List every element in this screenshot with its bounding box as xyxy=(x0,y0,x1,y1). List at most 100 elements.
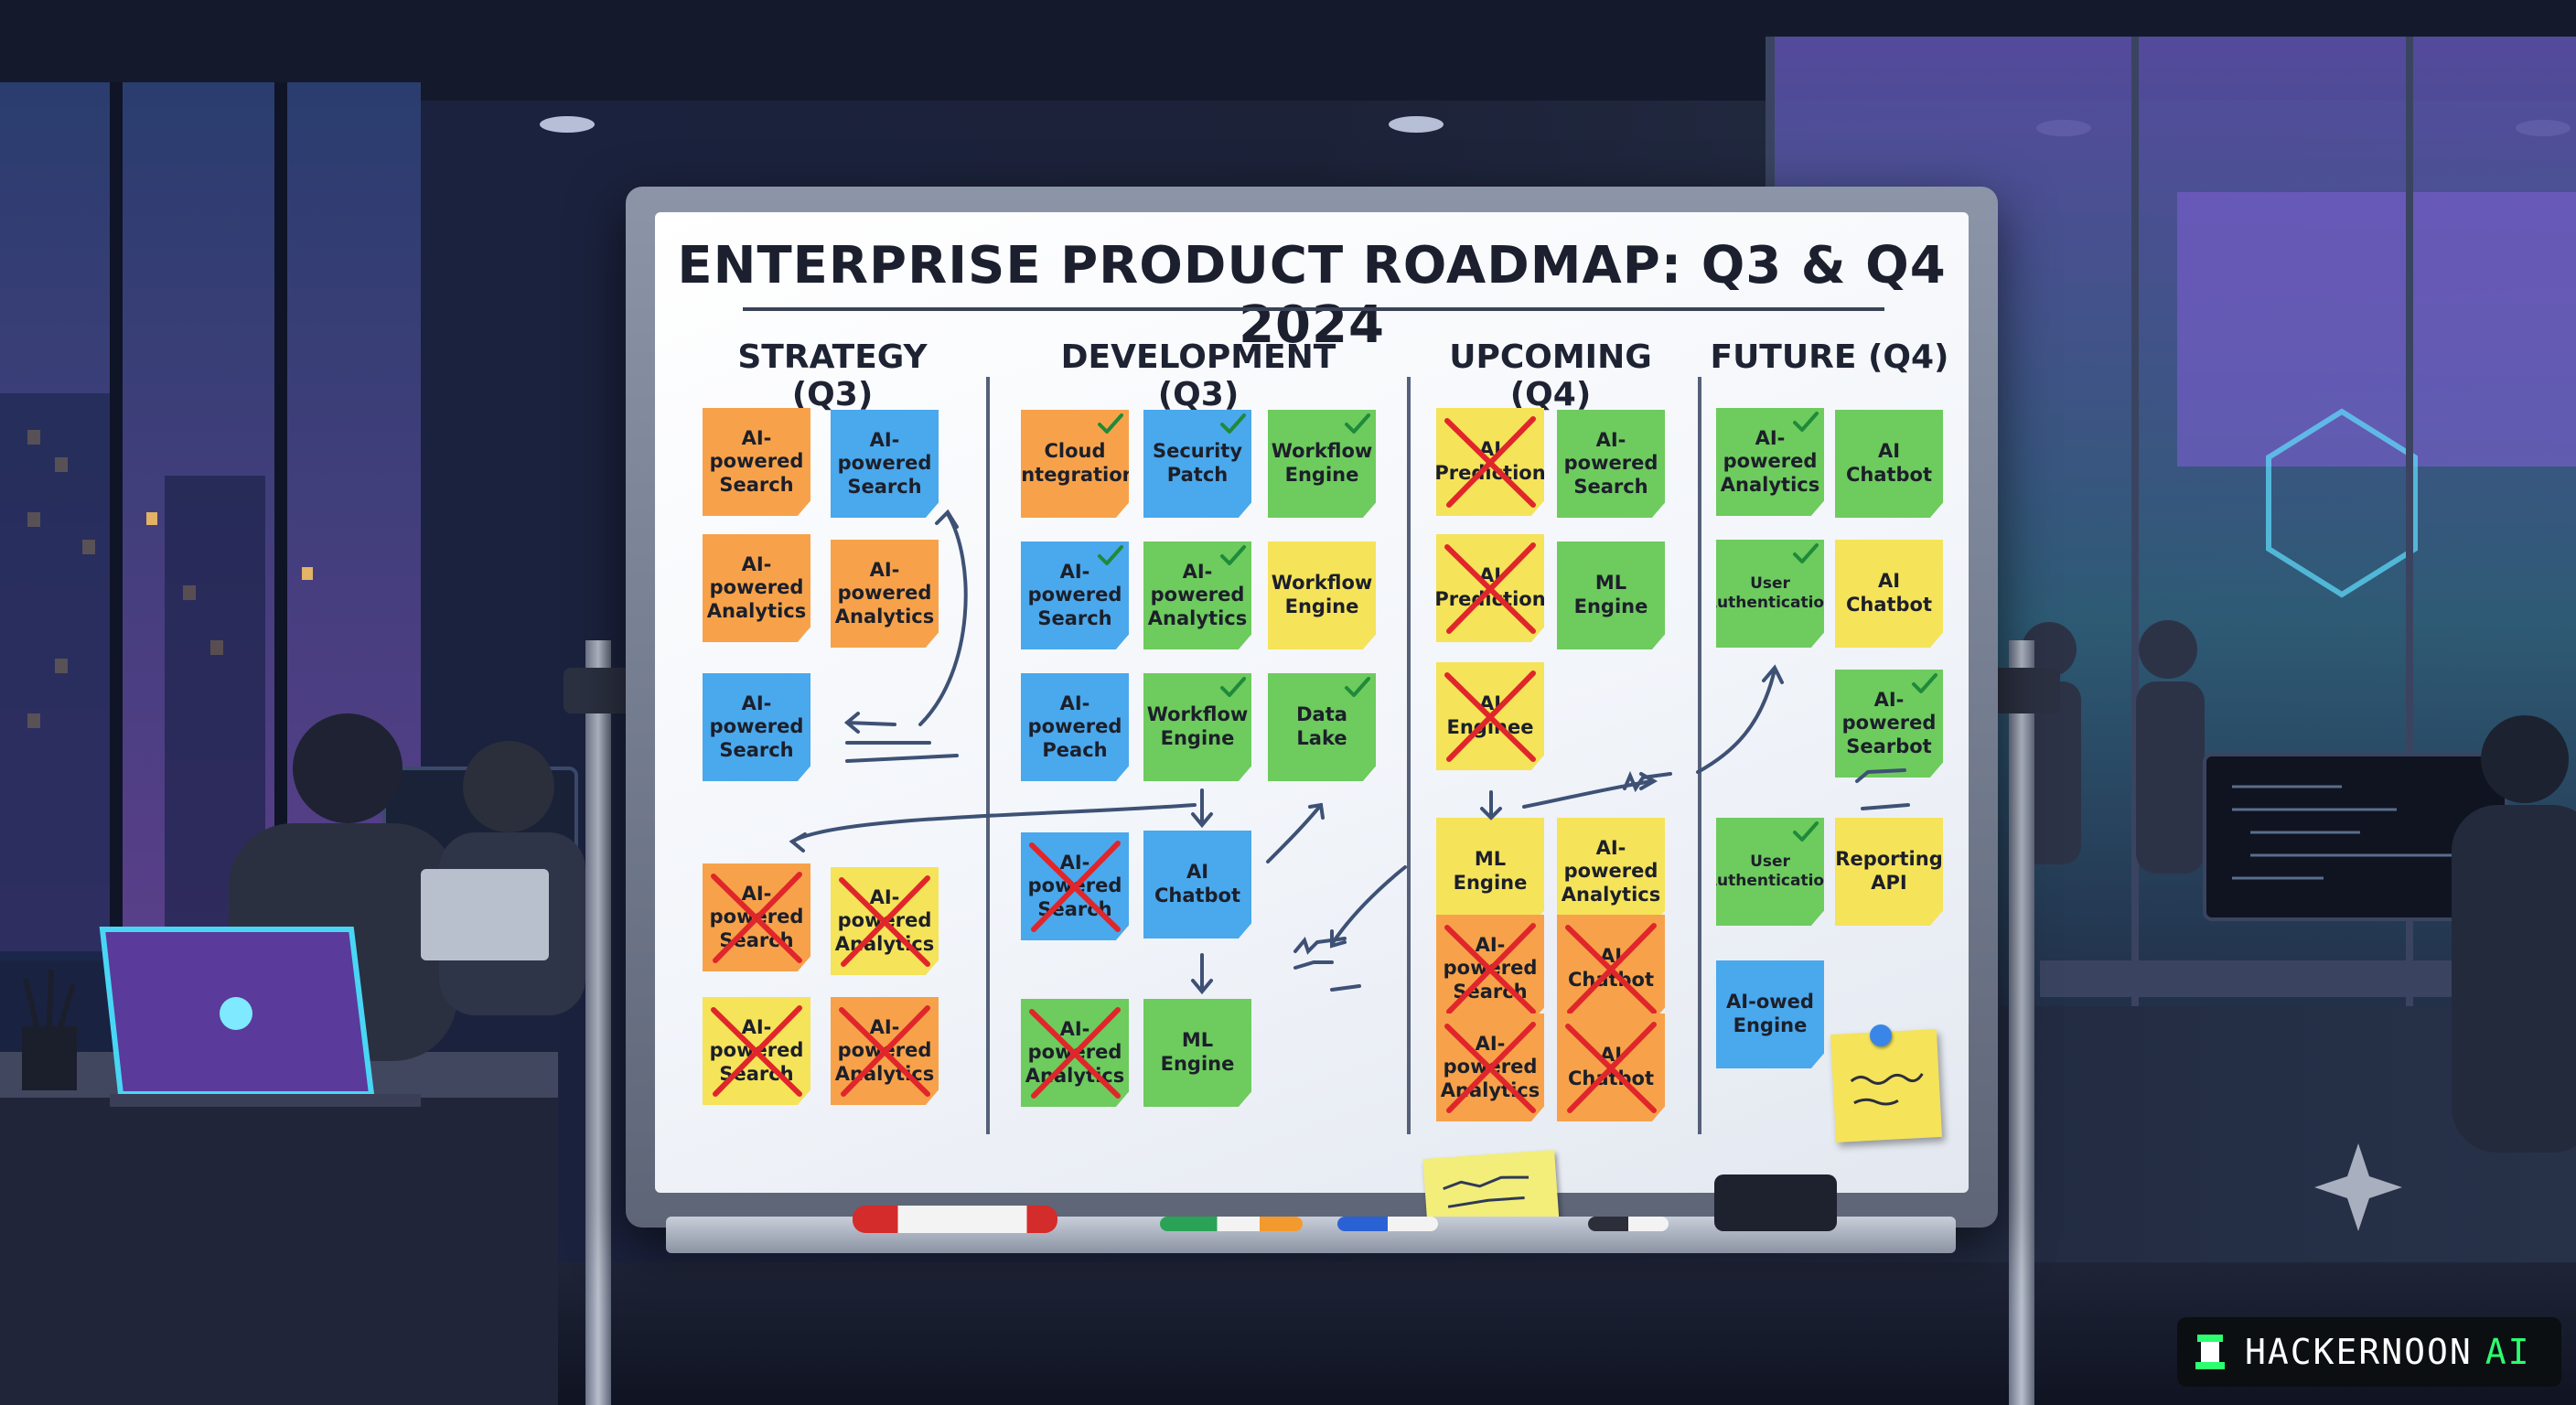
watermark-suffix: AI xyxy=(2485,1332,2531,1372)
hackernoon-ai-watermark: HACKERNOON AI xyxy=(2177,1317,2561,1387)
blue-marker[interactable] xyxy=(1337,1217,1438,1231)
note-label: ML Engine xyxy=(1573,572,1648,617)
note-label: User Authentication xyxy=(1704,574,1836,612)
board-title: ENTERPRISE PRODUCT ROADMAP: Q3 & Q4 2024 xyxy=(677,236,1947,355)
black-marker[interactable] xyxy=(1588,1217,1669,1231)
red-marker[interactable] xyxy=(853,1206,1057,1233)
sticky-note-crossed[interactable]: AI-powered Analytics xyxy=(831,997,939,1105)
note-label: AI-powered Search xyxy=(837,428,932,498)
note-label: Workflow Engine xyxy=(1271,440,1373,486)
sticky-note[interactable]: ML Engine xyxy=(1436,818,1544,926)
watermark-text: HACKERNOON xyxy=(2245,1332,2473,1372)
note-label: Cloud Integration xyxy=(1014,440,1136,486)
note-label: AI-powered Analytics xyxy=(706,552,807,622)
loose-note[interactable] xyxy=(1422,1150,1560,1232)
checkmark-icon xyxy=(1098,545,1123,565)
note-label: AI Chatbot xyxy=(1845,570,1933,616)
checkmark-icon xyxy=(1345,677,1370,697)
sticky-note-done[interactable]: Workflow Engine xyxy=(1143,673,1251,781)
note-label: AI-powered Peach xyxy=(1027,692,1122,761)
note-label: AI-powered Analytics xyxy=(1720,426,1820,496)
note-label: AI-owed Engine xyxy=(1726,991,1814,1036)
arrow-curve xyxy=(918,512,968,726)
note-label: AI-powered Analytics xyxy=(834,558,935,627)
sticky-note[interactable]: AI Chatbot xyxy=(1143,831,1251,938)
checkmark-icon xyxy=(1793,543,1819,563)
note-label: Data Lake xyxy=(1296,703,1347,749)
sticky-note-done[interactable]: User Authentication xyxy=(1716,540,1824,648)
checkmark-icon xyxy=(1220,677,1246,697)
sticky-note-done[interactable]: User Authentication xyxy=(1716,818,1824,926)
note-label: AI-powered Analytics xyxy=(1561,836,1661,906)
title-underline xyxy=(743,307,1884,311)
note-label: Security Patch xyxy=(1152,440,1243,486)
note-label: Workflow Engine xyxy=(1271,572,1373,617)
sticky-note[interactable]: AI-powered Search xyxy=(1557,410,1665,518)
note-label: Workflow Engine xyxy=(1146,703,1249,749)
sticky-note[interactable]: AI-powered Analytics xyxy=(1557,818,1665,926)
sticky-note-done[interactable]: AI-powered Searbot xyxy=(1835,670,1943,778)
note-label: AI-powered Search xyxy=(709,692,804,761)
column-heading-strategy: STRATEGY (Q3) xyxy=(737,338,928,413)
sticky-note[interactable]: ML Engine xyxy=(1143,999,1251,1107)
sticky-note[interactable]: AI-powered Search xyxy=(703,673,810,781)
sticky-note-done[interactable]: AI-powered Analytics xyxy=(1143,542,1251,649)
sticky-note-done[interactable]: AI-powered Analytics xyxy=(1716,408,1824,516)
checkmark-icon xyxy=(1793,412,1819,432)
checkmark-icon xyxy=(1345,413,1370,434)
note-label: AI Chatbot xyxy=(1845,440,1933,486)
column-divider xyxy=(1407,377,1411,1134)
checkmark-icon xyxy=(1098,413,1123,434)
scribble-icon xyxy=(1850,1073,1924,1106)
note-label: AI-powered Search xyxy=(1027,560,1122,629)
stand-clamp-right xyxy=(1987,668,2060,713)
handwritten-note[interactable] xyxy=(1830,1029,1943,1142)
note-label: ML Engine xyxy=(1160,1029,1235,1075)
sticky-note[interactable]: AI-powered Analytics xyxy=(831,540,939,648)
sticky-note[interactable]: AI-powered Search xyxy=(831,410,939,518)
sticky-note-crossed[interactable]: AI-powered Search xyxy=(1436,915,1544,1023)
sticky-note[interactable]: Reporting API xyxy=(1835,818,1943,926)
eraser[interactable] xyxy=(1714,1174,1837,1231)
checkmark-icon xyxy=(1912,673,1937,693)
checkmark-icon xyxy=(1220,413,1246,434)
sticky-note-done[interactable]: Data Lake xyxy=(1268,673,1376,781)
column-heading-future: FUTURE (Q4) xyxy=(1710,338,1949,376)
board-annotations xyxy=(789,509,1910,995)
note-label: AI-powered Search xyxy=(709,426,804,496)
checkmark-icon xyxy=(1220,545,1246,565)
column-divider xyxy=(1698,377,1701,1134)
scribble-icon xyxy=(1443,1175,1530,1208)
green-orange-markers[interactable] xyxy=(1160,1217,1303,1231)
sticky-note[interactable]: Workflow Engine xyxy=(1268,542,1376,649)
sticky-note-crossed[interactable]: AI-powered Search xyxy=(703,997,810,1105)
push-pin-icon xyxy=(1870,1024,1892,1046)
sticky-note[interactable]: ML Engine xyxy=(1557,542,1665,649)
sticky-note[interactable]: AI-powered Peach xyxy=(1021,673,1129,781)
note-label: ML Engine xyxy=(1453,848,1528,894)
checkmark-icon xyxy=(1793,821,1819,842)
sticky-note-crossed[interactable]: AI Enginee xyxy=(1436,662,1544,770)
sticky-note[interactable]: AI Chatbot xyxy=(1835,540,1943,648)
whiteboard-stand-right xyxy=(2009,640,2034,1405)
sticky-note-crossed[interactable]: AI Prediction xyxy=(1436,534,1544,642)
sticky-note[interactable]: AI-powered Search xyxy=(703,408,810,516)
sticky-note-done[interactable]: AI-powered Search xyxy=(1021,542,1129,649)
sticky-note-done[interactable]: Security Patch xyxy=(1143,410,1251,518)
whiteboard-stand-left xyxy=(585,640,611,1405)
hackernoon-logo-icon xyxy=(2195,1335,2225,1369)
sticky-note[interactable]: AI-powered Analytics xyxy=(703,534,810,642)
sticky-note[interactable]: AI Chatbot xyxy=(1835,410,1943,518)
sticky-note-crossed[interactable]: AI-powered Search xyxy=(1021,832,1129,940)
note-label: AI-powered Searbot xyxy=(1841,688,1937,757)
sticky-note-done[interactable]: Workflow Engine xyxy=(1268,410,1376,518)
sticky-note-done[interactable]: Cloud Integration xyxy=(1021,410,1129,518)
column-heading-development: DEVELOPMENT (Q3) xyxy=(1060,338,1336,413)
note-label: AI-powered Analytics xyxy=(1147,560,1248,629)
note-label: AI Chatbot xyxy=(1154,861,1241,906)
sticky-note[interactable]: AI-owed Engine xyxy=(1716,960,1824,1068)
note-label: Reporting API xyxy=(1835,848,1943,894)
sticky-note-crossed[interactable]: AI-powered Analytics xyxy=(831,867,939,975)
stand-clamp-left xyxy=(564,668,637,713)
